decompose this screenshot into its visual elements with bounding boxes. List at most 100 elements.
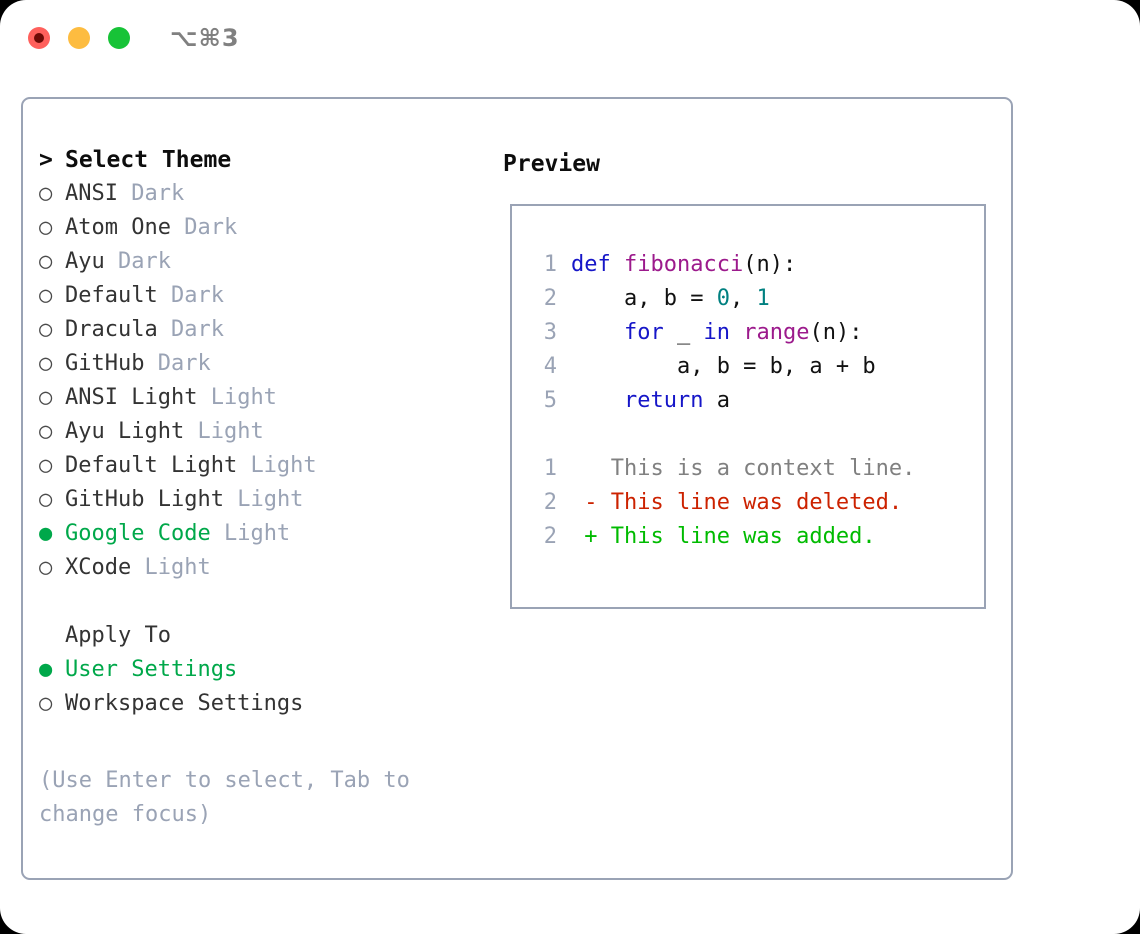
section-spacer: [39, 585, 479, 619]
theme-list-item[interactable]: ●Google Code Light: [39, 517, 479, 551]
code-token: a: [716, 388, 730, 413]
apply-to-label: Workspace Settings: [65, 691, 304, 716]
theme-name-label: GitHub Light: [65, 487, 224, 512]
code-token: fibonacci: [623, 252, 744, 277]
select-theme-heading: > Select Theme: [39, 143, 479, 177]
title-bar: ⌥⌘3: [0, 0, 1140, 76]
keyboard-shortcut-label: ⌥⌘3: [170, 24, 240, 52]
line-number: 2: [543, 524, 557, 549]
theme-name-label: GitHub: [65, 351, 145, 376]
radio-unselected-icon[interactable]: ○: [39, 249, 53, 274]
code-token: 0: [716, 286, 730, 311]
code-line: 4 a, b = b, a + b: [529, 350, 915, 384]
theme-name-label: ANSI: [65, 181, 118, 206]
radio-unselected-icon[interactable]: ○: [39, 453, 53, 478]
theme-list: ○ ANSI Dark ○ Atom One Dark ○ Ayu Dark ○ Defaul…: [39, 177, 479, 585]
theme-variant-tag: Dark: [184, 215, 238, 240]
apply-to-list: ● User Settings ○ Workspace Settings: [39, 653, 479, 721]
theme-variant-tag: Dark: [118, 249, 171, 274]
radio-unselected-icon[interactable]: ○: [39, 555, 53, 580]
line-number: 5: [543, 388, 557, 413]
theme-variant-tag: Light: [144, 555, 211, 580]
apply-to-heading-label: Apply To: [65, 623, 171, 648]
minimize-window-button[interactable]: [68, 27, 90, 49]
label-gap: [144, 351, 157, 376]
label-gap: [158, 317, 171, 342]
line-number: 1: [543, 456, 557, 481]
maximize-window-button[interactable]: [108, 27, 130, 49]
code-token: range: [743, 320, 810, 345]
radio-unselected-icon[interactable]: ○: [39, 691, 53, 716]
code-token: def: [571, 252, 624, 277]
main-panel: >Select Theme ○ANSI Dark○Atom One Dark○A…: [21, 97, 1013, 880]
theme-list-item[interactable]: ○ GitHub Dark: [39, 347, 479, 381]
theme-name-label: Ayu: [65, 249, 105, 274]
radio-unselected-icon[interactable]: ○: [39, 419, 53, 444]
line-number: 2: [543, 490, 557, 515]
theme-variant-tag: Light: [197, 419, 264, 444]
apply-to-list-item[interactable]: ● User Settings: [39, 653, 479, 687]
code-line: [529, 418, 915, 452]
theme-variant-tag: Dark: [170, 317, 224, 342]
theme-list-item[interactable]: ○ANSI Light Light: [39, 381, 479, 415]
apply-to-label: User Settings: [65, 657, 238, 682]
theme-name-label: Default: [65, 283, 158, 308]
theme-list-item[interactable]: ○ Default Light Light: [39, 449, 479, 483]
line-number: 3: [543, 320, 557, 345]
theme-name-label: Default Light: [65, 453, 238, 478]
radio-unselected-icon[interactable]: ○: [39, 215, 53, 240]
theme-variant-tag: Dark: [131, 181, 185, 206]
theme-variant-tag: Dark: [157, 351, 211, 376]
theme-variant-tag: Light: [210, 385, 277, 410]
code-token: 1: [756, 286, 770, 311]
line-number: 4: [543, 354, 557, 379]
label-gap: [105, 249, 118, 274]
theme-name-label: Ayu Light: [65, 419, 185, 444]
radio-selected-icon[interactable]: ●: [39, 521, 53, 546]
line-number: 2: [543, 286, 557, 311]
radio-unselected-icon[interactable]: ○: [39, 385, 53, 410]
theme-list-item[interactable]: ○ XCode Light: [39, 551, 479, 585]
keyboard-hint-text: (Use Enter to select, Tab to change focu…: [39, 768, 424, 827]
theme-list-item[interactable]: ○ Atom One Dark: [39, 211, 479, 245]
code-token: return: [571, 388, 717, 413]
line-number: 1: [543, 252, 557, 277]
preview-heading: Preview: [503, 151, 600, 177]
code-token: (n):: [743, 252, 797, 277]
code-token: + This line was added.: [571, 524, 876, 549]
theme-name-label: XCode: [65, 555, 132, 580]
radio-unselected-icon[interactable]: ○: [39, 487, 53, 512]
label-gap: [197, 385, 210, 410]
theme-list-item[interactable]: ○Dracula Dark: [39, 313, 479, 347]
heading-prefix: >: [39, 147, 53, 173]
label-gap: [237, 453, 250, 478]
code-line: 2 - This line was deleted.: [529, 486, 915, 520]
theme-list-item[interactable]: ○ ANSI Dark: [39, 177, 479, 211]
apply-to-list-item[interactable]: ○ Workspace Settings: [39, 687, 479, 721]
theme-list-item[interactable]: ○ Ayu Dark: [39, 245, 479, 279]
code-line: 5 return a: [529, 384, 915, 418]
radio-unselected-icon[interactable]: ○: [39, 181, 53, 206]
code-line: 2 + This line was added.: [529, 520, 915, 554]
label-gap: [224, 487, 237, 512]
theme-list-item[interactable]: ○ Ayu Light Light: [39, 415, 479, 449]
theme-variant-tag: Light: [250, 453, 317, 478]
theme-name-label: Atom One: [65, 215, 171, 240]
code-line: 3 for _ in range(n):: [529, 316, 915, 350]
theme-list-item[interactable]: ○Default Dark: [39, 279, 479, 313]
theme-variant-tag: Light: [223, 521, 291, 546]
radio-unselected-icon[interactable]: ○: [39, 317, 53, 342]
theme-variant-tag: Light: [237, 487, 304, 512]
radio-unselected-icon[interactable]: ○: [39, 351, 53, 376]
code-token: ,: [729, 286, 757, 311]
select-theme-heading-label: Select Theme: [65, 147, 232, 173]
label-gap: [131, 555, 144, 580]
radio-selected-icon[interactable]: ●: [39, 657, 53, 682]
theme-list-item[interactable]: ○ GitHub Light Light: [39, 483, 479, 517]
radio-unselected-icon[interactable]: ○: [39, 283, 53, 308]
label-gap: [211, 521, 224, 546]
code-token: _: [676, 320, 704, 345]
